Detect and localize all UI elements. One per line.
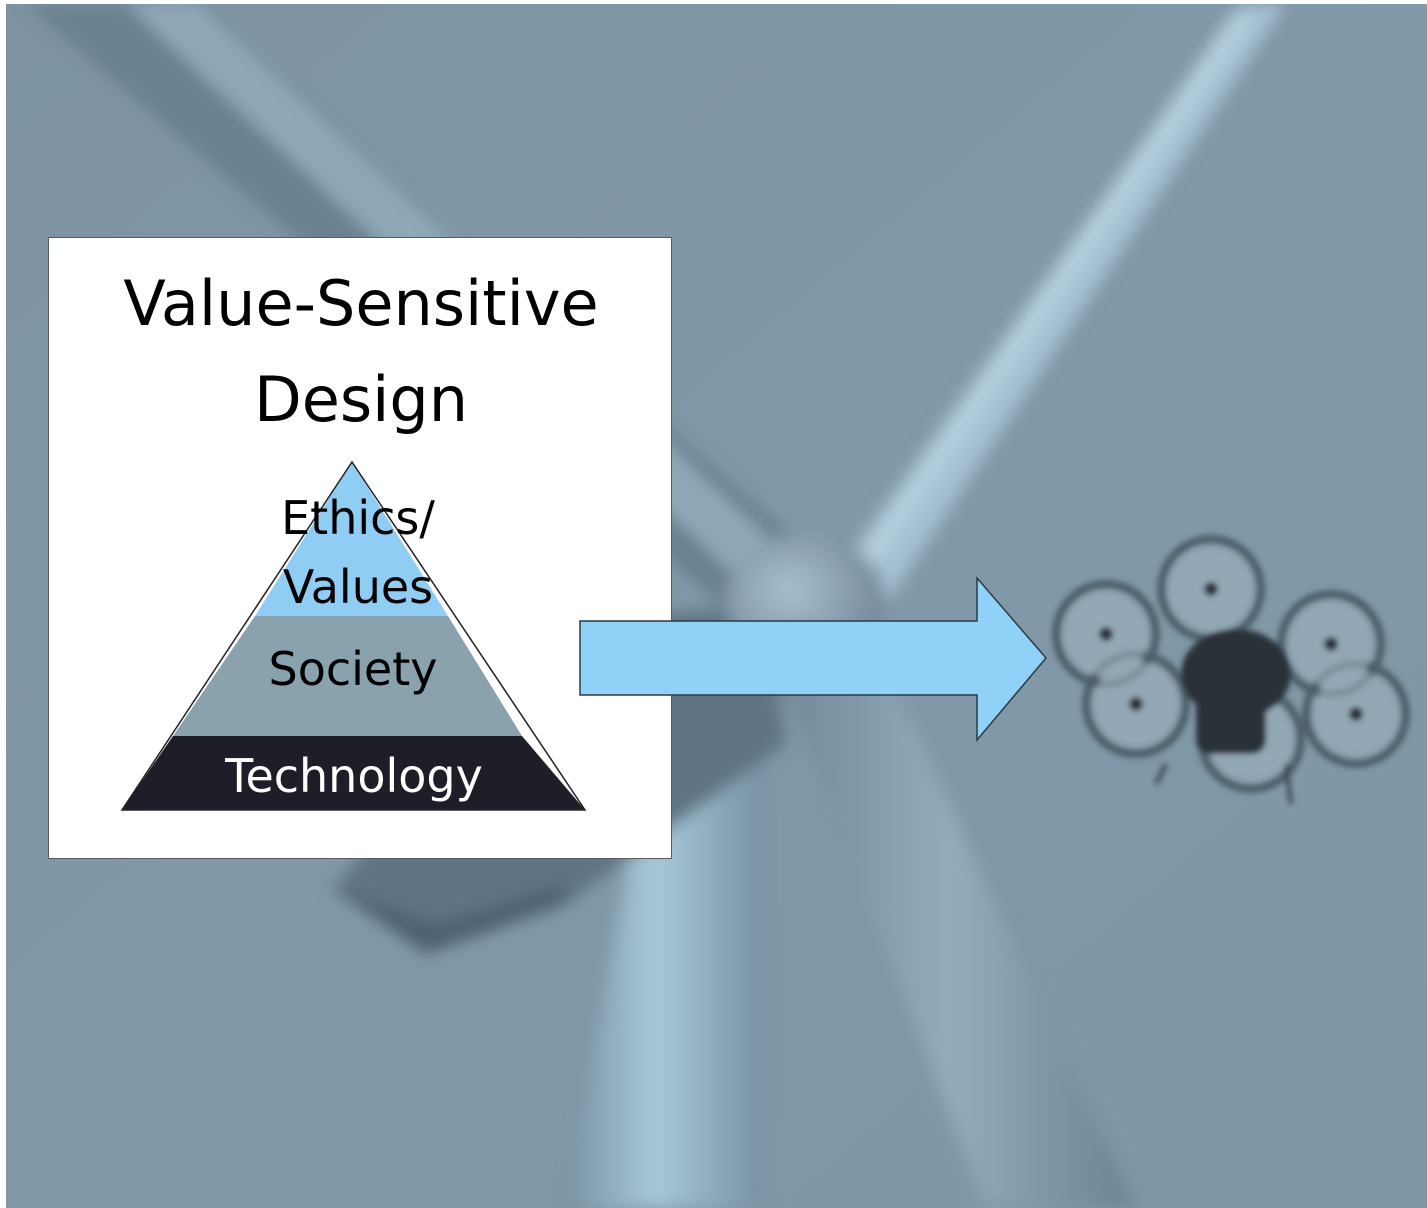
hexacopter-drone-icon bbox=[1052, 535, 1410, 805]
title-line-1: Value-Sensitive bbox=[123, 267, 599, 340]
title-line-2: Design bbox=[253, 363, 469, 436]
page-title: Value-Sensitive Design bbox=[49, 256, 673, 448]
vsd-panel: Value-Sensitive Design bbox=[48, 237, 672, 859]
